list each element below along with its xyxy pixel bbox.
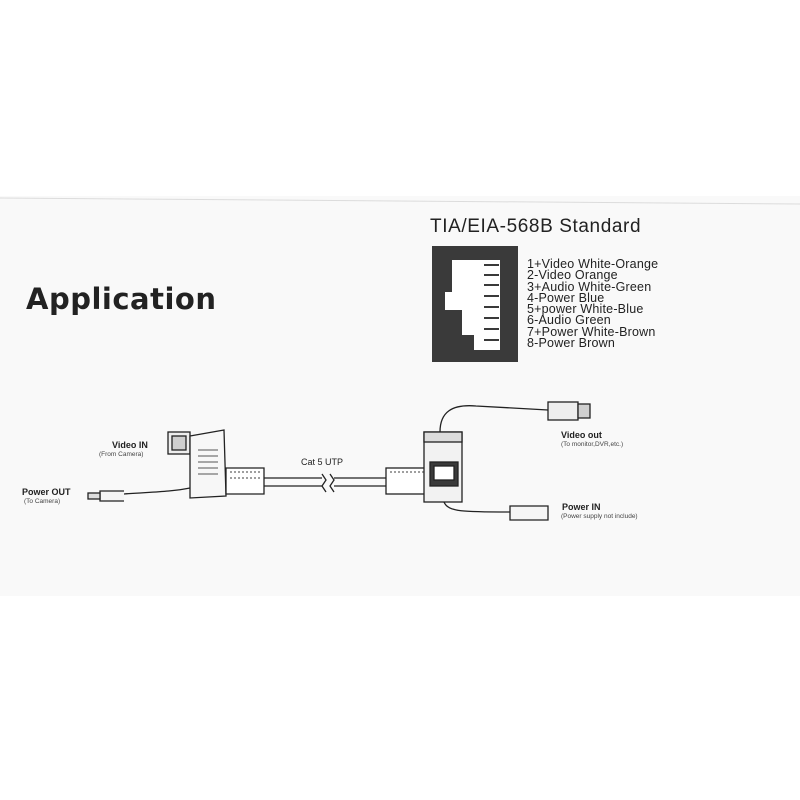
pin-6: 6-Audio Green [527, 313, 611, 328]
cable-label: Cat 5 UTP [301, 457, 344, 467]
video-out-label: Video out [561, 430, 602, 440]
scan-streak [0, 197, 800, 205]
video-in-label: Video IN [112, 440, 148, 450]
pin-5: 5+power White-Blue [527, 302, 644, 317]
power-in-sublabel: (Power supply not include) [561, 513, 638, 520]
left-balun [87, 429, 322, 502]
pin-list: 1+Video White-Orange 2-Video Orange 3+Au… [527, 257, 659, 351]
right-balun [385, 401, 591, 521]
power-out-sublabel: (To Camera) [24, 498, 61, 505]
standard-title: TIA/EIA-568B Standard [430, 216, 642, 237]
pin-4: 4-Power Blue [527, 290, 605, 305]
power-in-label: Power IN [562, 502, 601, 512]
pin-3: 3+Audio White-Green [527, 279, 652, 294]
video-in-sublabel: (From Camera) [99, 451, 144, 458]
application-heading: Application [26, 282, 217, 316]
pin-8: 8-Power Brown [527, 336, 616, 351]
power-out-label: Power OUT [22, 487, 71, 497]
pin-2: 2-Video Orange [527, 268, 618, 283]
pin-1: 1+Video White-Orange [527, 257, 659, 271]
scanned-page-band [0, 196, 800, 596]
rj45-socket-diagram [432, 246, 518, 362]
pin-7: 7+Power White-Brown [527, 324, 656, 339]
cable-break [321, 473, 386, 493]
video-out-sublabel: (To monitor,DVR,etc.) [561, 441, 624, 448]
